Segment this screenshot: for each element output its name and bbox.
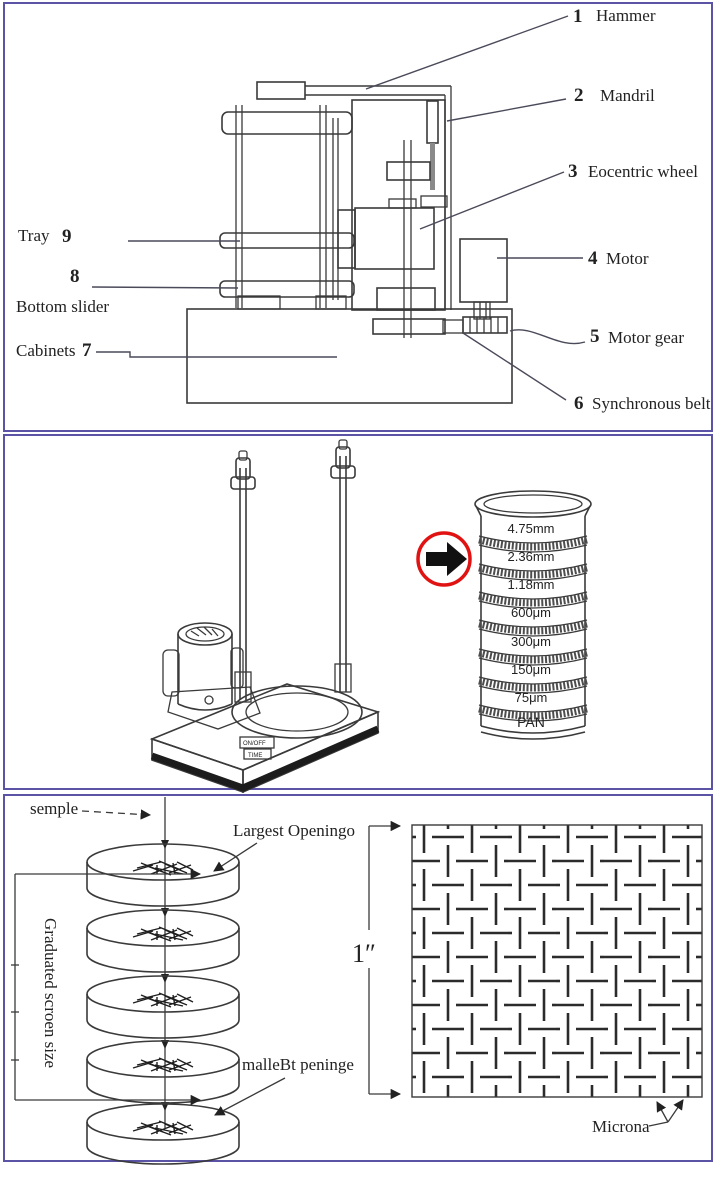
screen-stack [86, 797, 240, 1165]
shaker-machine: ON/OFF TIME [149, 439, 381, 793]
belt-bar-part [372, 318, 446, 335]
panel-shaker-structure [3, 2, 713, 432]
label-micron: Microna [592, 1117, 650, 1136]
label-sample: semple [30, 799, 78, 818]
graduated-bracket [11, 868, 202, 1106]
mandril-part [426, 100, 439, 144]
motor-gear-part [462, 316, 508, 334]
sieve-size-5: 150μm [511, 662, 551, 677]
screen-dish [86, 843, 240, 907]
sieve-size-pan: PAN [517, 714, 545, 730]
sieve-size-0: 4.75mm [508, 521, 555, 536]
screen-dish [86, 975, 240, 1039]
clamp-rod-left [230, 450, 256, 703]
control-plate: ON/OFF TIME [239, 736, 275, 760]
label-cabinets: Cabinets [16, 341, 76, 360]
sieve-size-2: 1.18mm [508, 577, 555, 592]
sieve-size-6: 75μm [515, 690, 548, 705]
plate-on-off: ON/OFF [243, 741, 266, 747]
sieve-size-4: 300μm [511, 634, 551, 649]
label-hammer: Hammer [596, 6, 656, 25]
mesh-dimension: 1″ [352, 820, 402, 1100]
sieve-size-3: 600μm [511, 605, 551, 620]
label-eocentric-wheel: Eocentric wheel [588, 162, 698, 181]
panel-sieve-stack [3, 434, 713, 790]
base-dark-strip [150, 725, 380, 792]
sieve-stack-diagram: ON/OFF TIME [149, 439, 592, 793]
label-num-cabinets: 7 [82, 340, 92, 361]
label-num-motor: 4 [588, 248, 598, 269]
screen-dish [86, 909, 240, 973]
label-num-tray: 9 [62, 226, 72, 247]
mesh-square [411, 824, 703, 1098]
label-num-sync-belt: 6 [574, 393, 584, 414]
label-bottom-slider: Bottom slider [16, 297, 109, 316]
screen-dish [86, 1040, 240, 1104]
label-tray: Tray [18, 226, 50, 245]
sieve-seat [231, 685, 363, 739]
clamp-rod-right [330, 439, 356, 693]
micron-callout: Microna [592, 1099, 684, 1136]
screen-dish [86, 1103, 240, 1165]
sieve-size-1: 2.36mm [508, 549, 555, 564]
label-num-eocentric: 3 [568, 161, 578, 182]
label-smallest-opening: malleBt peninge [242, 1055, 354, 1074]
label-mandril: Mandril [600, 86, 655, 105]
screen-annotations: semple Largest Openingo Graduated scroen… [30, 799, 355, 1116]
label-largest-opening: Largest Openingo [233, 821, 355, 840]
hammer-block [256, 81, 306, 100]
label-num-bottom-slider: 8 [70, 266, 80, 287]
tray-tower [219, 105, 355, 310]
label-num-motor-gear: 5 [590, 326, 600, 347]
graduated-screens-diagram: semple Largest Openingo Graduated scroen… [11, 797, 703, 1165]
label-graduated-screen-size: Graduated scroen size [41, 918, 60, 1068]
label-synchronous-belt: Synchronous belt [592, 394, 711, 413]
label-num-hammer: 1 [573, 6, 583, 27]
label-num-mandril: 2 [574, 85, 584, 106]
machine-drawing [186, 81, 513, 404]
label-motor-gear: Motor gear [608, 328, 684, 347]
leader-lines [91, 15, 586, 401]
motor-drive [372, 238, 508, 335]
plate-time: TIME [248, 753, 262, 759]
red-arrow-icon [416, 531, 472, 587]
label-one-inch: 1″ [352, 939, 376, 968]
shaker-motor [162, 622, 244, 711]
mesh-detail: 1″ Microna [352, 820, 703, 1136]
part-labels: 1 Hammer 2 Mandril 3 Eocentric wheel 4 M… [16, 6, 711, 414]
eccentric-wheel-part [354, 207, 435, 270]
mechanism-box [337, 99, 448, 338]
sieve-stack: 4.75mm 2.36mm 1.18mm 600μm 300μm 150μm 7… [474, 490, 592, 740]
shaker-structure-diagram: 1 Hammer 2 Mandril 3 Eocentric wheel 4 M… [16, 6, 711, 414]
motor-part [459, 238, 508, 303]
screen-dishes [86, 843, 240, 1165]
cabinet-box [186, 308, 513, 404]
sieve-size-labels: 4.75mm 2.36mm 1.18mm 600μm 300μm 150μm 7… [508, 521, 555, 730]
sieve-joint-bands [478, 535, 588, 722]
mandril-rod [430, 143, 435, 190]
label-motor: Motor [606, 249, 649, 268]
